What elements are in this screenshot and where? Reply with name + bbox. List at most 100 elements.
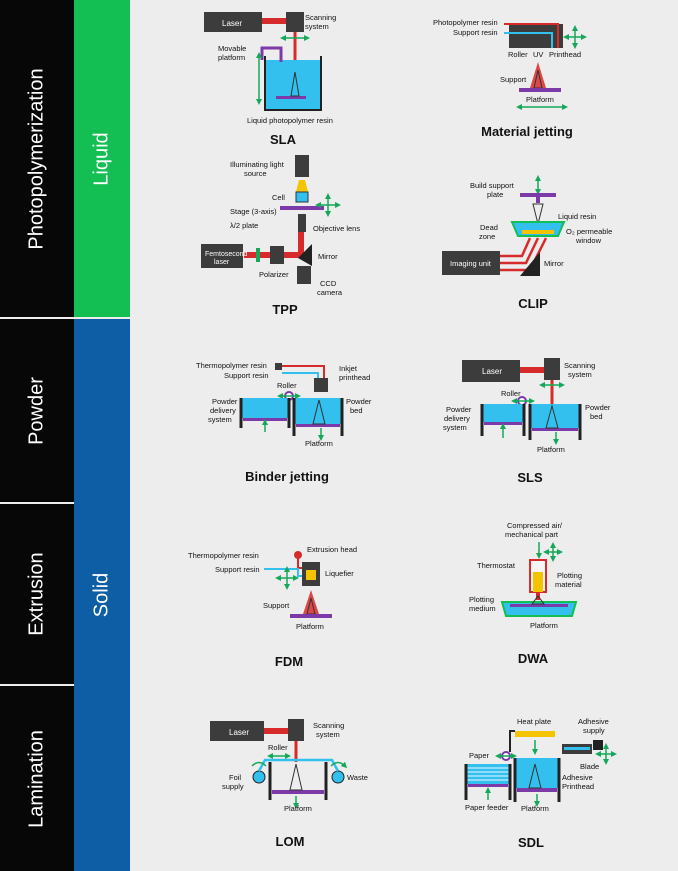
rotation-arrows bbox=[251, 761, 345, 767]
resin-line-blue bbox=[504, 32, 553, 48]
scanner-box bbox=[286, 12, 304, 32]
label-laser: Laser bbox=[222, 19, 242, 28]
waste-roll bbox=[331, 770, 345, 784]
laser-beam bbox=[264, 728, 288, 734]
title-binder-jetting: Binder jetting bbox=[245, 469, 329, 484]
printed-part bbox=[532, 203, 544, 225]
platform bbox=[290, 614, 332, 618]
category-lamination: Lamination bbox=[0, 686, 74, 871]
label-support-resin: Support resin bbox=[215, 565, 260, 574]
fdm-diagram: Thermopolymer resin Extrusion head Suppo… bbox=[188, 545, 357, 631]
label-photopolymer-resin: Photopolymer resin bbox=[433, 18, 498, 27]
printed-part bbox=[545, 404, 559, 429]
material-jetting-diagram: Photopolymer resin Support resin Roller … bbox=[433, 18, 587, 110]
label-polarizer: Polarizer bbox=[259, 270, 289, 279]
build-platform bbox=[296, 424, 340, 427]
label-platform: Platform bbox=[521, 804, 549, 813]
printed-part bbox=[528, 763, 542, 789]
platform-arm bbox=[260, 46, 283, 62]
chamber-walls bbox=[239, 398, 344, 436]
label-support-resin: Support resin bbox=[453, 28, 498, 37]
objective-lens bbox=[298, 214, 306, 232]
title-lom: LOM bbox=[275, 834, 305, 849]
label-mirror: Mirror bbox=[544, 259, 564, 268]
label-platform: Platform bbox=[305, 439, 333, 448]
printed-part bbox=[303, 590, 319, 614]
laser-beam bbox=[520, 367, 544, 373]
build-platform bbox=[532, 428, 578, 431]
label-laser: Laser bbox=[229, 728, 249, 737]
label-platform: Platform bbox=[530, 621, 558, 630]
title-dwa: DWA bbox=[517, 651, 549, 666]
light-cone bbox=[296, 180, 308, 192]
movable-platform bbox=[276, 96, 306, 99]
title-sla: SLA bbox=[270, 132, 296, 147]
state-solid: Solid bbox=[74, 319, 130, 871]
powder-left bbox=[482, 404, 524, 422]
feeder-piston bbox=[468, 784, 508, 787]
scanner-box bbox=[288, 719, 304, 741]
foil-sheet bbox=[257, 758, 340, 772]
adhesive-box bbox=[593, 740, 603, 750]
build-platform bbox=[272, 790, 324, 794]
title-clip: CLIP bbox=[518, 296, 548, 311]
label-blade: Blade bbox=[580, 762, 599, 771]
category-photopolymerization: Photopolymerization bbox=[0, 0, 74, 317]
title-tpp: TPP bbox=[272, 302, 298, 317]
cell bbox=[295, 191, 309, 203]
label-paper: Paper bbox=[469, 751, 490, 760]
label-roller: Roller bbox=[501, 389, 521, 398]
light-source bbox=[295, 155, 309, 177]
liquefier bbox=[306, 570, 316, 580]
mirror bbox=[298, 244, 312, 266]
beam-vertical bbox=[298, 232, 304, 256]
printhead bbox=[509, 24, 563, 48]
title-material-jetting: Material jetting bbox=[481, 124, 573, 139]
foil-supply-roll bbox=[252, 770, 266, 784]
delivery-piston bbox=[243, 418, 287, 421]
paper-stack bbox=[466, 764, 510, 784]
label-roller: Roller bbox=[268, 743, 288, 752]
build-platform bbox=[517, 788, 557, 792]
laser-box bbox=[462, 360, 520, 382]
title-sls: SLS bbox=[517, 470, 543, 485]
lambda-plate bbox=[256, 248, 260, 262]
label-laser: Laser bbox=[482, 367, 502, 376]
printed-part bbox=[290, 71, 300, 97]
title-fdm: FDM bbox=[274, 654, 304, 669]
title-sdl: SDL bbox=[518, 835, 544, 850]
printed-part bbox=[289, 763, 303, 791]
plotting-material bbox=[533, 572, 543, 592]
dwa-diagram: Compressed air/mechanical part Thermosta… bbox=[469, 521, 582, 630]
label-roller: Roller bbox=[508, 50, 528, 59]
label-stage: Stage (3-axis) bbox=[230, 207, 277, 216]
resin-line-red bbox=[504, 23, 559, 48]
category-powder: Powder bbox=[0, 319, 74, 502]
laser-box bbox=[204, 12, 262, 32]
polarizer bbox=[270, 246, 284, 264]
label-support: Support bbox=[500, 75, 527, 84]
femto-laser bbox=[201, 244, 243, 268]
platform bbox=[519, 88, 561, 92]
label-printhead: Printhead bbox=[549, 50, 581, 59]
